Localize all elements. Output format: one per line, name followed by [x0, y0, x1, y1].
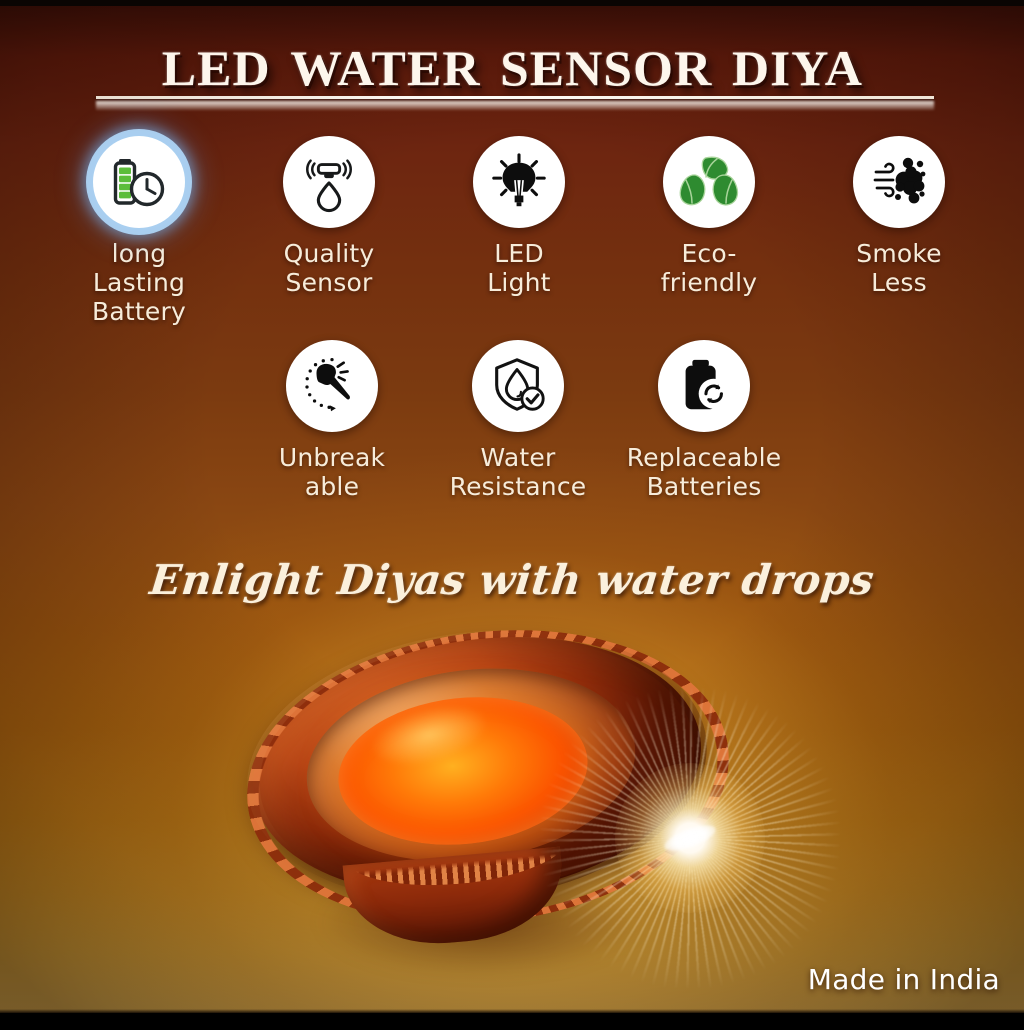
- feature-label: Eco- friendly: [660, 239, 758, 297]
- shield-water-check-icon: [472, 340, 564, 432]
- feature-label: Unbreak able: [278, 443, 386, 501]
- feature-led-light[interactable]: LED Light: [444, 136, 594, 297]
- battery-replace-icon: [658, 340, 750, 432]
- tagline: Enlight Diyas with water drops: [147, 556, 877, 604]
- feature-replaceable-batteries[interactable]: Replaceable Batteries: [626, 340, 782, 501]
- title-underline-glow: [96, 101, 934, 110]
- feature-label: Quality Sensor: [283, 239, 375, 297]
- page-title: LED Water Sensor Diya: [161, 21, 863, 101]
- feature-label: Smoke Less: [856, 239, 942, 297]
- feature-label: LED Light: [487, 239, 551, 297]
- feature-label: Water Resistance: [449, 443, 587, 501]
- poster-title-area: LED Water Sensor Diya: [0, 24, 1024, 98]
- feature-grid: long Lasting Battery Quality Sensor: [0, 136, 1024, 501]
- feature-quality-sensor[interactable]: Quality Sensor: [254, 136, 404, 297]
- letterbox-bottom-bar: [0, 1009, 1024, 1030]
- feature-eco-friendly[interactable]: Eco- friendly: [634, 136, 784, 297]
- led-bulb-icon: [473, 136, 565, 228]
- feature-long-lasting-battery[interactable]: long Lasting Battery: [64, 136, 214, 326]
- made-in-india-label: Made in India: [807, 963, 1000, 996]
- feature-water-resistance[interactable]: Water Resistance: [443, 340, 593, 501]
- water-sensor-icon: [283, 136, 375, 228]
- smoke-cloud-icon: [853, 136, 945, 228]
- clay-diya-lamp: [210, 603, 840, 1002]
- hammer-unbreakable-icon: [286, 340, 378, 432]
- feature-label: long Lasting Battery: [92, 239, 186, 326]
- recycle-leaves-icon: [663, 136, 755, 228]
- feature-row-1: long Lasting Battery Quality Sensor: [0, 136, 1024, 326]
- letterbox-top-bar: [0, 0, 1024, 6]
- battery-clock-icon: [93, 136, 185, 228]
- feature-unbreakable[interactable]: Unbreak able: [257, 340, 407, 501]
- title-underline-rule: [96, 96, 934, 99]
- feature-smoke-less[interactable]: Smoke Less: [824, 136, 974, 297]
- feature-label: Replaceable Batteries: [626, 443, 782, 501]
- feature-row-2: Unbreak able Water Resistance: [0, 340, 1024, 501]
